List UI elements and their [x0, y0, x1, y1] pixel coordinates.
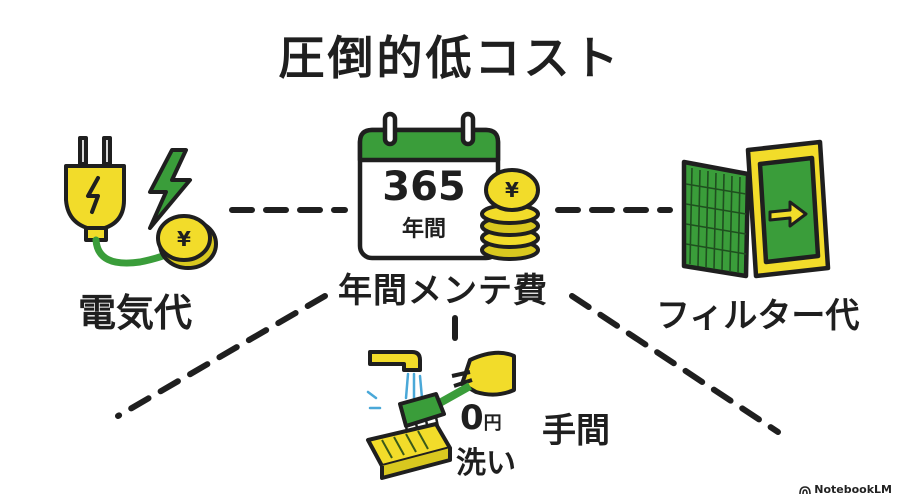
faucet-icon [368, 350, 422, 372]
footer-text: NotebookLM [814, 483, 892, 496]
air-filter-icon [681, 159, 751, 279]
filter-tray-icon [366, 422, 452, 480]
calendar-number: 365 [382, 164, 466, 210]
calendar-sub-label: 年間 [402, 216, 446, 242]
labor-label: 手間 [542, 411, 610, 451]
calendar-icon: 365 年間 [357, 111, 501, 261]
gloved-hand-icon [451, 350, 516, 397]
page-title: 圧倒的低コスト [278, 31, 622, 85]
annual-maintenance-label: 年間メンテ費 [338, 271, 548, 311]
wash-amount-unit: 円 [483, 413, 502, 434]
yen-coin-electricity-icon: ¥ [156, 214, 218, 270]
filter-housing-icon [745, 139, 831, 279]
wash-amount-number: 0 [460, 398, 484, 438]
connector-lower-right [569, 293, 781, 435]
wash-amount: 0円 [460, 398, 502, 438]
electricity-label: 電気代 [78, 291, 193, 335]
filter-cost-label: フィルター代 [656, 296, 860, 336]
coin-symbol: ¥ [505, 178, 519, 202]
notebooklm-watermark: NotebookLM [799, 483, 892, 496]
yen-coin-stack-icon: ¥ [480, 168, 540, 261]
coin-symbol: ¥ [177, 227, 191, 251]
lightning-bolt-icon [148, 148, 192, 230]
notebooklm-logo-icon [799, 485, 812, 494]
wash-label: 洗い [456, 446, 516, 481]
connector-lower-left [115, 293, 328, 419]
